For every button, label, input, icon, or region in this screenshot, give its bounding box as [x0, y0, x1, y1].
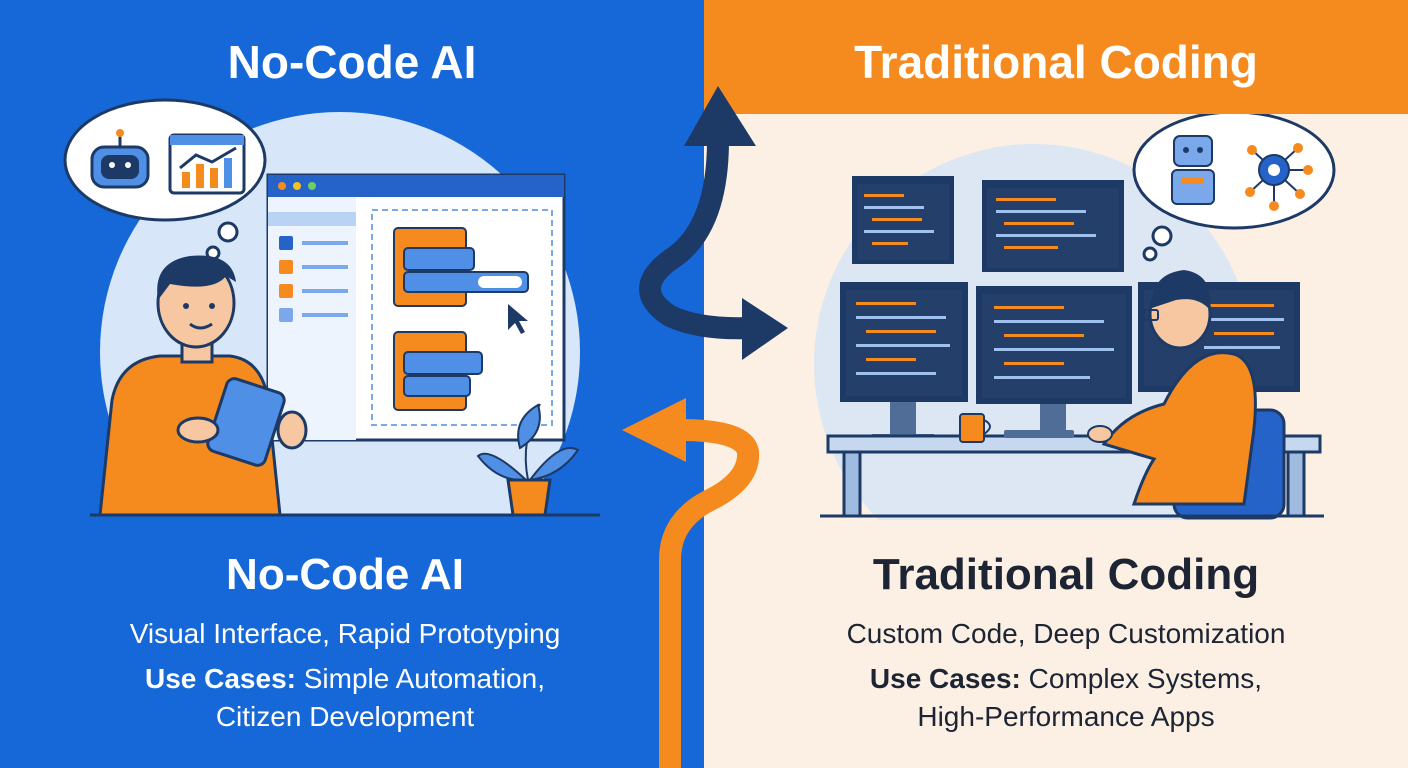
traditional-subtitle: Traditional Coding — [872, 550, 1260, 599]
traditional-header-title: Traditional Coding — [854, 36, 1258, 88]
no-code-use-cases: Use Cases: Simple Automation, Citizen De… — [0, 660, 690, 736]
no-code-use-cases-label: Use Cases: — [144, 663, 296, 694]
no-code-subtitle: No-Code AI — [226, 550, 464, 599]
no-code-description: Visual Interface, Rapid Prototyping — [129, 618, 561, 649]
network-gear-icon — [1245, 143, 1313, 211]
chart-window-icon — [168, 133, 246, 195]
traditional-coding-illustration — [814, 114, 1336, 520]
cursor-icon — [508, 304, 528, 334]
robot-icon — [1171, 135, 1215, 205]
traditional-use-cases-line2: High-Performance Apps — [917, 701, 1215, 732]
coffee-mug-icon — [959, 413, 991, 443]
monitor-bottom-left — [840, 282, 968, 442]
thought-bubble-right — [1132, 114, 1336, 262]
traditional-use-cases: Use Cases: Complex Systems, High-Perform… — [724, 660, 1408, 736]
monitor-top-left — [852, 176, 954, 264]
orange-curved-arrow-icon — [622, 398, 760, 768]
navy-curved-arrow-icon — [639, 86, 788, 360]
traditional-use-cases-label: Use Cases: — [869, 663, 1021, 694]
monitor-top-center — [982, 180, 1124, 272]
no-code-header-title: No-Code AI — [227, 36, 477, 88]
traditional-description: Custom Code, Deep Customization — [846, 618, 1286, 649]
developer-figure — [1087, 270, 1286, 520]
no-code-use-cases-line2: Citizen Development — [215, 701, 475, 732]
tablet-icon — [206, 377, 286, 467]
robot-icon — [90, 129, 150, 189]
switch-arrows — [622, 86, 788, 768]
traditional-header-bar — [704, 0, 1408, 114]
no-code-use-cases-line1: Simple Automation, — [303, 663, 545, 694]
monitor-bottom-center — [976, 286, 1132, 436]
no-code-illustration — [0, 98, 704, 520]
traditional-use-cases-line1: Complex Systems, — [1028, 663, 1263, 694]
builder-window — [266, 173, 566, 442]
plant-icon — [476, 403, 580, 517]
no-code-user-figure — [98, 255, 308, 517]
